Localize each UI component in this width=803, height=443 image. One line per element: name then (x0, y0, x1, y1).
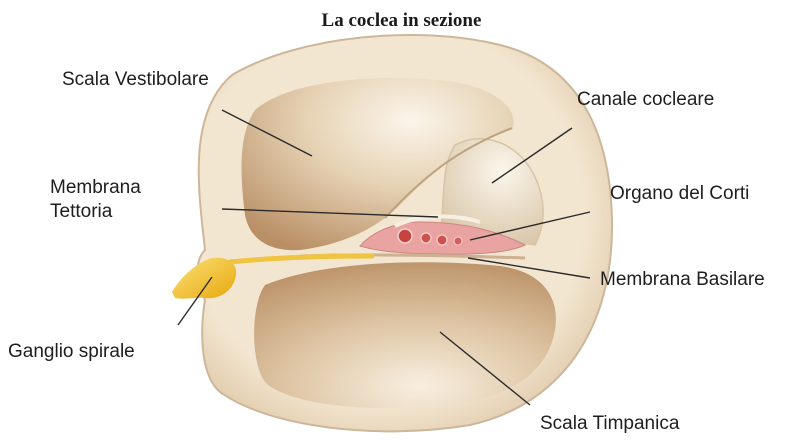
label-canale-cocleare: Canale cocleare (577, 88, 714, 112)
hair-cell (454, 237, 462, 245)
hair-cell (421, 233, 431, 243)
hair-cell (437, 235, 447, 245)
label-scala-timpanica: Scala Timpanica (540, 412, 679, 436)
scala-timpanica-cavity (254, 262, 556, 408)
label-scala-vestibolare: Scala Vestibolare (62, 68, 209, 92)
hair-cell (398, 229, 412, 243)
label-membrana-tettoria-line2: Tettoria (50, 200, 112, 224)
label-organo-del-corti: Organo del Corti (610, 182, 749, 206)
label-membrana-tettoria-line1: Membrana (50, 176, 141, 200)
label-ganglio-spirale: Ganglio spirale (8, 340, 135, 364)
label-membrana-basilare: Membrana Basilare (600, 268, 765, 292)
